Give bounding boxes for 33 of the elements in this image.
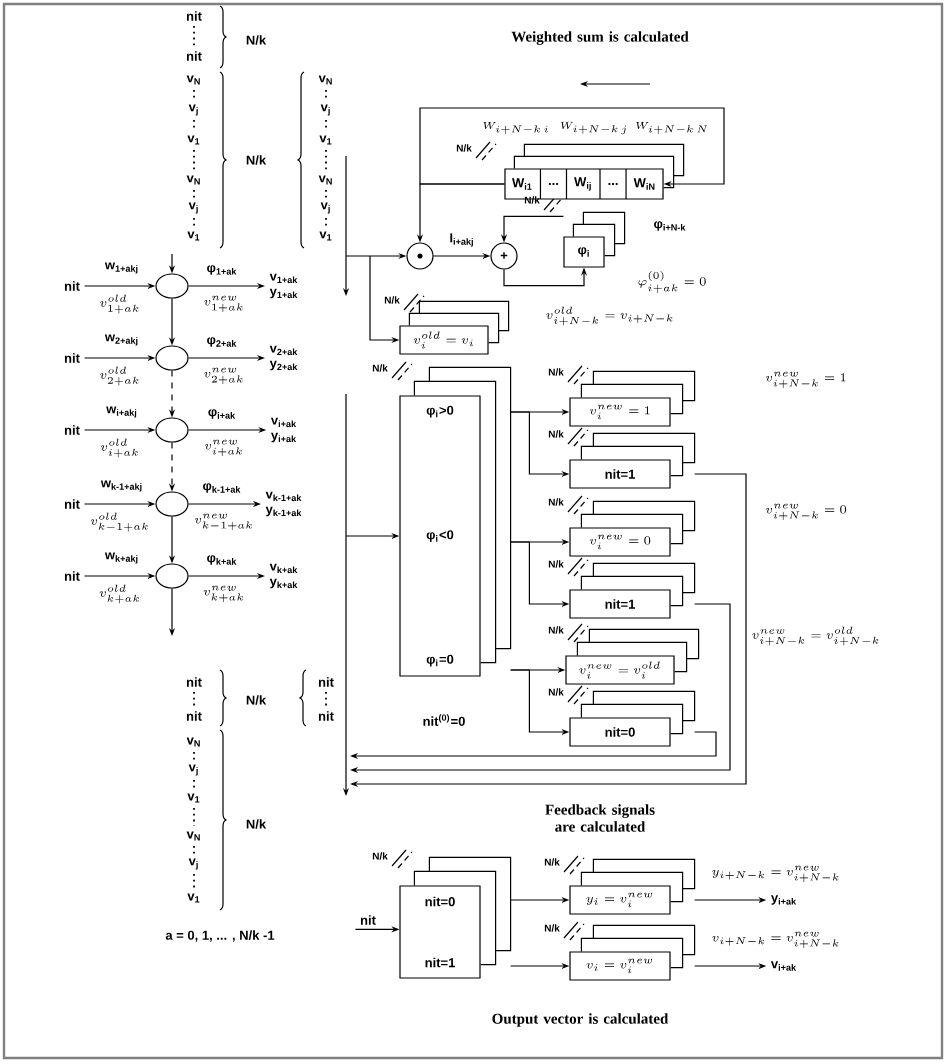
variable-label: $v^{new}_{i+ak}$ bbox=[204, 439, 242, 457]
arrow bbox=[419, 107, 725, 188]
stacked-box: $v^{new}_{i}=v^{old}_{i}$ bbox=[565, 628, 700, 685]
neuron-circle bbox=[155, 273, 189, 299]
variable-label: $v^{new}_{i+N-k}=1$ bbox=[765, 371, 846, 389]
variable-label: $\varphi^{(0)}_{i+ak}=0$ bbox=[638, 271, 706, 293]
neuron-circle bbox=[155, 345, 189, 371]
stacked-box: $v^{new}_{i}=1$ bbox=[569, 370, 696, 427]
variable-label: $v^{new}_{1+ak}$ bbox=[204, 295, 243, 313]
variable-label: $v^{new}_{k-1+ak}$ bbox=[194, 513, 252, 531]
variable-label: $W_{i+N-k\,i}$ bbox=[483, 122, 548, 134]
variable-label: $v^{old}_{k-1+ak}$ bbox=[90, 512, 148, 532]
variable-label: $W_{i+N-k\,N}$ bbox=[636, 122, 708, 134]
neuron-circle bbox=[155, 563, 189, 589]
variable-label: $v^{old}_{i+ak}$ bbox=[100, 438, 138, 458]
multiplier-circle bbox=[406, 242, 434, 270]
variable-label: $y_{i+N-k}=v^{new}_{i+N-k}$ bbox=[712, 865, 839, 883]
variable-label: $v^{new}_{i+N-k}=0$ bbox=[765, 503, 847, 521]
variable-label: $v_{i+N-k}=v^{new}_{i+N-k}$ bbox=[712, 931, 839, 949]
stacked-box: $v^{new}_{i}=0$ bbox=[569, 500, 696, 557]
neuron-circle bbox=[155, 491, 189, 517]
stacked-box: $v_{i}=v^{new}_{i}$ bbox=[569, 924, 696, 981]
variable-label: $v^{new}_{i+N-k}=v^{old}_{i+N-k}$ bbox=[752, 626, 879, 646]
variable-label: $v^{old}_{i+N-k}=v_{i+N-k}$ bbox=[546, 306, 673, 326]
neuron-circle bbox=[155, 417, 189, 443]
variable-label: $W_{i+N-k\,j}$ bbox=[560, 121, 626, 135]
variable-label: $v^{new}_{k+ak}$ bbox=[203, 585, 243, 603]
stacked-box: $y_{i}=v^{new}_{i}$ bbox=[569, 858, 696, 915]
variable-label: $v^{old}_{2+ak}$ bbox=[100, 366, 139, 386]
variable-label: $v^{old}_{1+ak}$ bbox=[100, 294, 139, 314]
stacked-box: $v^{old}_{i}=v_{i}$ bbox=[399, 300, 510, 355]
variable-label: $v^{old}_{k+ak}$ bbox=[99, 584, 139, 604]
variable-label: $v^{new}_{2+ak}$ bbox=[204, 367, 243, 385]
